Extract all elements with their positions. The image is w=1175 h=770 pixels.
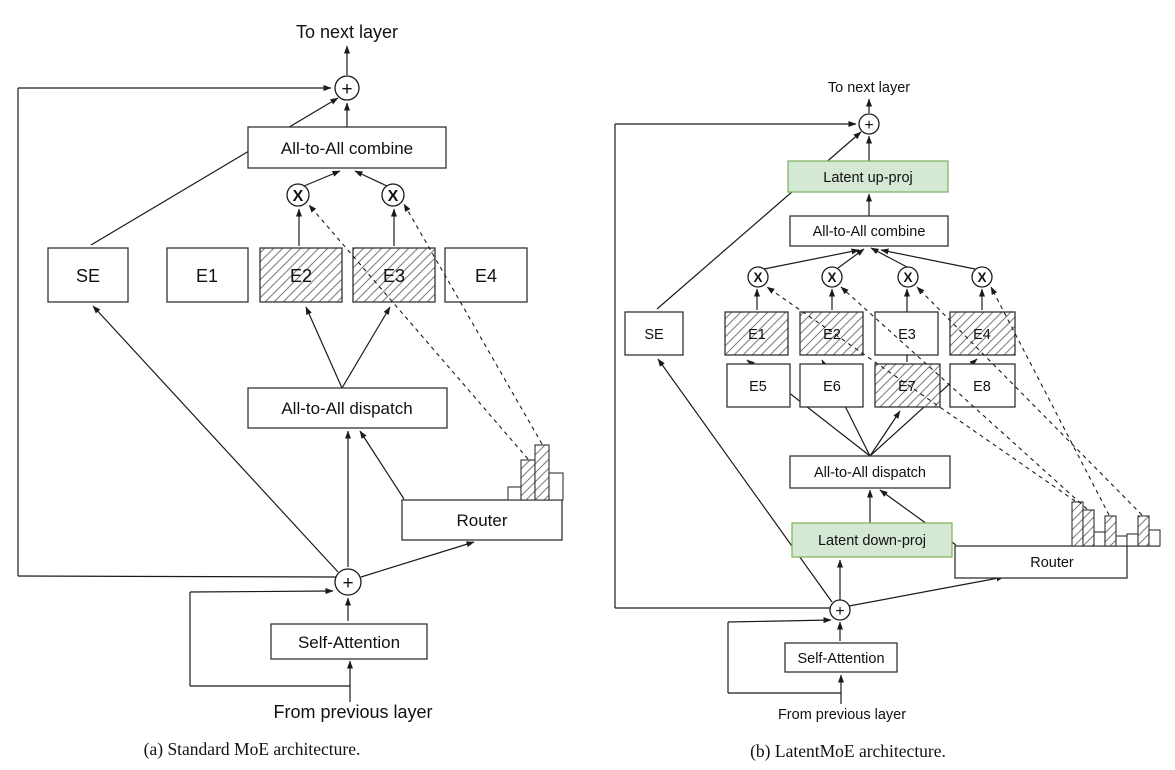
- expert-box-e3-b: E3: [874, 311, 939, 356]
- gate-circle-e3-a: X: [381, 183, 405, 207]
- all-to-all-dispatch-box-b: All-to-All dispatch: [789, 455, 951, 489]
- panel-a-gate-weight-arrows: [308, 203, 543, 460]
- shared-expert-box-b: SE: [624, 311, 684, 356]
- expert-box-e4-a: E4: [444, 247, 528, 303]
- add-circle-bottom-a: +: [334, 568, 362, 596]
- latent-up-proj-label: Latent up-proj: [823, 170, 912, 186]
- expert-label: E4: [973, 327, 991, 343]
- from-previous-layer-label-b: From previous layer: [778, 707, 906, 723]
- panel-a-boxes: All-to-All combine SE E1 E2 E3 E4 All-to…: [47, 126, 564, 660]
- self-attention-box-a: Self-Attention: [270, 623, 428, 660]
- all-to-all-dispatch-box-a: All-to-All dispatch: [247, 387, 448, 429]
- to-next-layer-label-b: To next layer: [828, 80, 910, 96]
- expert-label: E8: [973, 379, 991, 395]
- multiply-icon: X: [753, 270, 762, 285]
- expert-label: E7: [898, 379, 916, 395]
- gate-circle-e2-a: X: [286, 183, 310, 207]
- router-gate-bars-b: [1071, 501, 1161, 547]
- expert-label: E5: [749, 379, 767, 395]
- expert-label: E3: [898, 327, 916, 343]
- gate-circle-e2-b: X: [821, 266, 843, 288]
- add-circle-bottom-b: +: [829, 599, 851, 621]
- from-previous-layer-label-a: From previous layer: [273, 702, 432, 722]
- shared-expert-label-a: SE: [76, 266, 100, 286]
- multiply-icon: X: [977, 270, 986, 285]
- latent-down-proj-label: Latent down-proj: [818, 533, 926, 549]
- panel-b-gate-weight-arrows: [766, 286, 1143, 516]
- all-to-all-combine-box-a: All-to-All combine: [247, 126, 447, 169]
- all-to-all-combine-label-a: All-to-All combine: [281, 139, 413, 158]
- plus-icon: +: [864, 117, 873, 134]
- all-to-all-dispatch-label-b: All-to-All dispatch: [814, 465, 926, 481]
- expert-box-e1-a: E1: [166, 247, 249, 303]
- router-gate-bars-a: [507, 444, 564, 501]
- router-label-a: Router: [456, 511, 507, 530]
- router-box-a: Router: [401, 499, 563, 541]
- expert-label: E1: [196, 266, 218, 286]
- to-next-layer-label-a: To next layer: [296, 22, 398, 42]
- expert-box-e4-b: E4: [949, 311, 1016, 356]
- expert-label: E2: [823, 327, 841, 343]
- panel-b-labels: To next layer From previous layer (b) La…: [750, 80, 946, 761]
- add-circle-top-a: +: [334, 75, 360, 101]
- expert-box-e3-a: E3: [352, 247, 436, 303]
- expert-box-e5-b: E5: [726, 363, 791, 408]
- panel-b-boxes: Latent up-proj All-to-All combine SE E1 …: [624, 160, 1161, 673]
- expert-label: E1: [748, 327, 766, 343]
- add-circle-top-b: +: [858, 113, 880, 135]
- all-to-all-combine-label-b: All-to-All combine: [813, 224, 926, 240]
- all-to-all-combine-box-b: All-to-All combine: [789, 215, 949, 247]
- expert-label: E3: [383, 266, 405, 286]
- expert-label: E2: [290, 266, 312, 286]
- all-to-all-dispatch-label-a: All-to-All dispatch: [281, 399, 412, 418]
- gate-circle-e7-b: X: [897, 266, 919, 288]
- expert-box-e8-b: E8: [949, 363, 1016, 408]
- gate-circle-e4-b: X: [971, 266, 993, 288]
- expert-box-e2-a: E2: [259, 247, 343, 303]
- latent-up-proj-box: Latent up-proj: [787, 160, 949, 193]
- caption-b: (b) LatentMoE architecture.: [750, 741, 946, 761]
- expert-box-e1-b: E1: [724, 311, 789, 356]
- multiply-icon: X: [293, 188, 304, 205]
- panel-a-labels: To next layer From previous layer (a) St…: [144, 22, 433, 759]
- expert-label: E4: [475, 266, 497, 286]
- panel-a-connections: [17, 45, 475, 702]
- expert-box-e6-b: E6: [799, 363, 864, 408]
- self-attention-box-b: Self-Attention: [784, 642, 898, 673]
- multiply-icon: X: [903, 270, 912, 285]
- latent-down-proj-box: Latent down-proj: [791, 522, 953, 558]
- multiply-icon: X: [827, 270, 836, 285]
- shared-expert-box-a: SE: [47, 247, 129, 303]
- multiply-icon: X: [388, 188, 399, 205]
- shared-expert-label-b: SE: [644, 327, 664, 343]
- router-box-b: Router: [954, 545, 1160, 579]
- expert-label: E6: [823, 379, 841, 395]
- self-attention-label-b: Self-Attention: [797, 651, 884, 667]
- router-label-b: Router: [1030, 555, 1074, 571]
- expert-box-e2-b: E2: [799, 311, 864, 356]
- plus-icon: +: [341, 79, 352, 100]
- panel-a-operators: + + X X: [286, 75, 405, 596]
- plus-icon: +: [835, 603, 844, 620]
- caption-a: (a) Standard MoE architecture.: [144, 739, 361, 759]
- panel-b-operators: + + X X X X: [747, 113, 993, 621]
- self-attention-label-a: Self-Attention: [298, 633, 400, 652]
- gate-circle-e1-b: X: [747, 266, 769, 288]
- plus-icon: +: [342, 573, 353, 594]
